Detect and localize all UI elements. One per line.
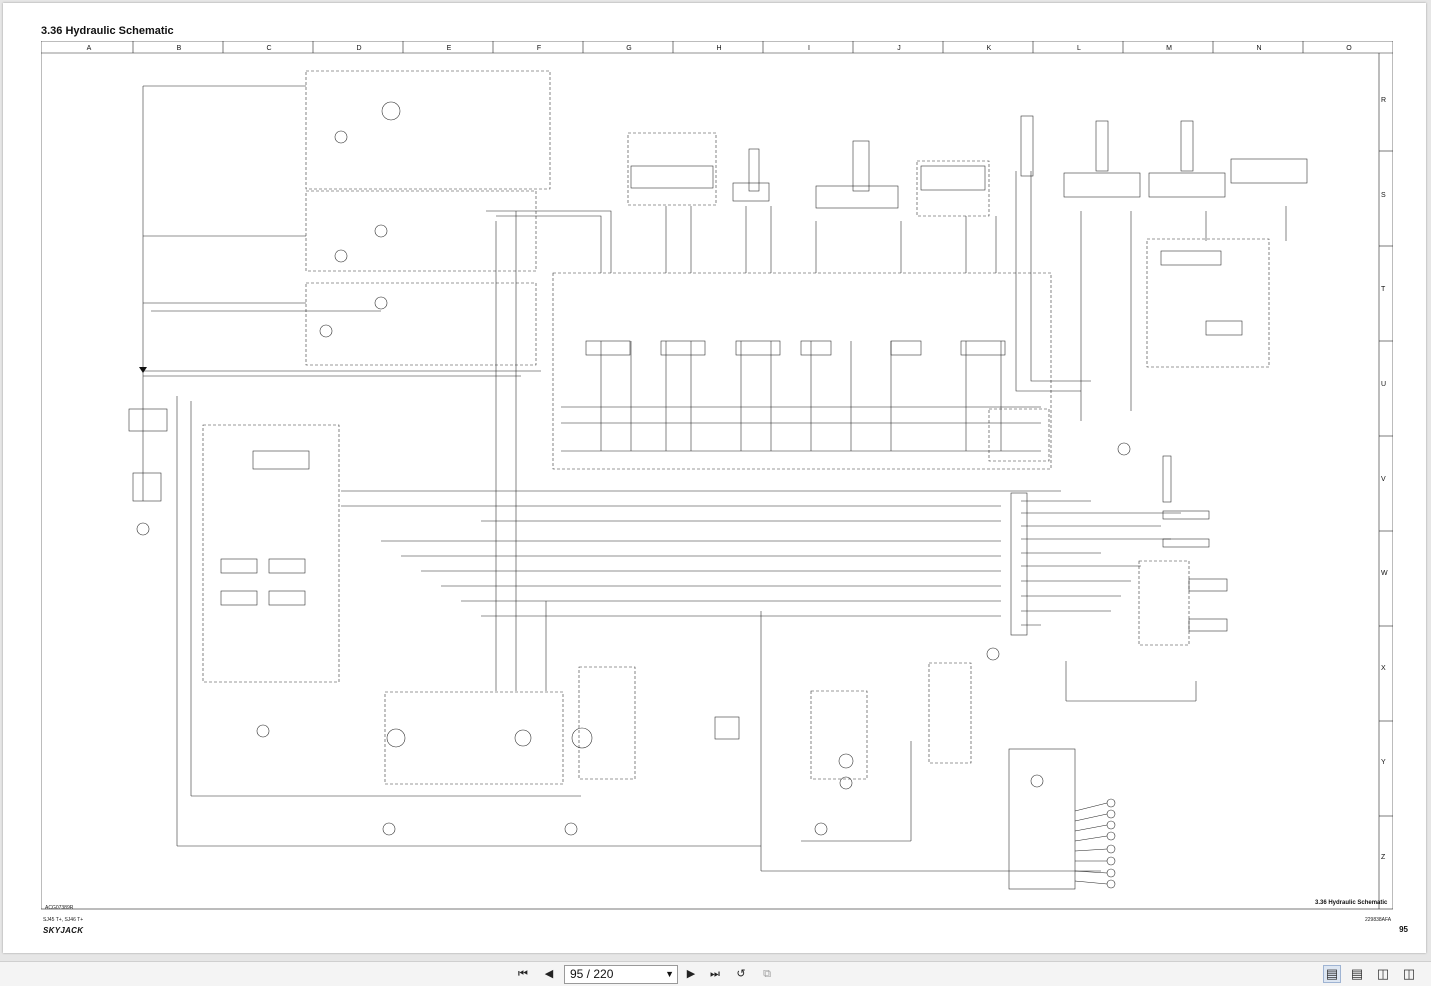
row-label: V	[1381, 476, 1386, 483]
chevron-down-icon: ▼	[665, 969, 674, 979]
two-page-icon[interactable]: ◫	[1376, 966, 1390, 981]
page-select[interactable]: 95 / 220 ▼	[564, 965, 678, 984]
column-label: O	[1346, 45, 1352, 52]
row-label: S	[1381, 192, 1386, 199]
column-label: C	[266, 45, 272, 52]
rotate-icon[interactable]: ↺	[736, 968, 746, 980]
last-page-icon[interactable]: ⏭	[710, 968, 720, 980]
page-number: 95	[1399, 925, 1408, 934]
column-label: D	[356, 45, 362, 52]
row-label: Z	[1381, 854, 1386, 861]
column-label: L	[1077, 45, 1081, 52]
viewer-toolbar: ⏮ ◀ 95 / 220 ▼ ▶ ⏭ ↺ ⧉ ▤ ▤ ◫ ◫	[0, 961, 1431, 986]
continuous-page-icon[interactable]: ▤	[1350, 966, 1364, 981]
row-label: W	[1381, 570, 1388, 577]
column-label: A	[86, 45, 92, 52]
column-label: I	[808, 45, 810, 52]
two-page-continuous-icon[interactable]: ◫	[1402, 966, 1416, 981]
hydraulic-schematic	[41, 41, 1393, 911]
column-label: M	[1166, 45, 1172, 52]
page-select-value: 95 / 220	[570, 967, 614, 981]
first-page-icon[interactable]: ⏮	[518, 968, 528, 980]
row-label: U	[1381, 381, 1387, 388]
single-page-icon[interactable]: ▤	[1323, 965, 1341, 983]
skyjack-logo: SKYJACK	[43, 926, 84, 935]
row-label: X	[1381, 665, 1386, 672]
footer-part-number: 229838AFA	[1365, 917, 1392, 923]
column-label: H	[716, 45, 722, 52]
column-label: E	[446, 45, 452, 52]
row-label: R	[1381, 97, 1387, 104]
footer-drawing-code: ACG07389R	[45, 905, 74, 911]
column-label: G	[626, 45, 632, 52]
column-label: J	[897, 45, 901, 52]
row-label: Y	[1381, 759, 1386, 766]
column-label: B	[176, 45, 182, 52]
column-label: N	[1256, 45, 1262, 52]
schematic-drawing	[41, 41, 1393, 910]
row-label: T	[1381, 286, 1386, 293]
column-label: K	[986, 45, 992, 52]
copy-icon[interactable]: ⧉	[763, 968, 771, 980]
document-page: 3.36 Hydraulic Schematic A B C D E F G H…	[3, 3, 1426, 953]
next-page-icon[interactable]: ▶	[686, 968, 696, 980]
prev-page-icon[interactable]: ◀	[544, 968, 554, 980]
section-title: 3.36 Hydraulic Schematic	[41, 25, 174, 37]
footer-section-title: 3.36 Hydraulic Schematic	[1315, 900, 1388, 906]
footer-model: SJ45 T+, SJ46 T+	[43, 917, 84, 923]
column-label: F	[536, 45, 542, 52]
